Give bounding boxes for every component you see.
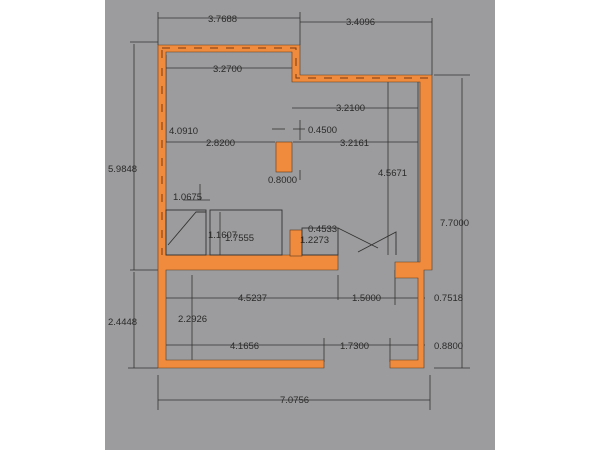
dim-bottom-right-return: 0.8800 (434, 341, 463, 352)
dim-room-right: 1.2273 (300, 235, 329, 246)
door-swing (357, 231, 397, 255)
dimension-lines (128, 12, 470, 410)
dim-right-return: 0.7518 (434, 293, 463, 304)
dim-inner-height-right: 4.5671 (378, 168, 407, 179)
dim-bottom-opening: 1.7300 (340, 341, 369, 352)
dim-total-width: 7.0756 (280, 395, 309, 406)
dim-top-left: 3.7688 (208, 14, 237, 25)
dim-top-right: 3.4096 (346, 17, 375, 28)
dimension-labels: 3.7688 3.4096 3.2700 3.2100 5.9848 2.444… (108, 14, 469, 406)
dim-lower-span: 4.5237 (238, 293, 267, 304)
dim-right-total: 7.7000 (440, 218, 469, 229)
room-right (301, 227, 339, 256)
dim-lower-inner-height: 2.2926 (178, 314, 207, 325)
dim-inner-left: 3.2700 (213, 64, 242, 75)
dim-column-width: 0.4500 (308, 125, 337, 136)
stair (165, 209, 207, 256)
dim-inner-right: 3.2100 (336, 103, 365, 114)
dim-stair-width: 1.0675 (173, 192, 202, 203)
dim-stair-height: 1.1607 (208, 230, 237, 241)
dim-column-height: 0.8000 (268, 175, 297, 186)
dim-inner-height-left: 4.0910 (169, 126, 198, 137)
dim-column-offset-right: 3.2161 (340, 138, 369, 149)
dim-partition-gap: 0.4533 (308, 224, 337, 235)
dim-door-opening: 1.5000 (352, 293, 381, 304)
dim-bottom-left-wall: 4.1656 (230, 341, 259, 352)
dim-room-small: 1.7555 (225, 233, 254, 244)
column (275, 141, 293, 173)
dim-left-lower: 2.4448 (108, 317, 137, 328)
dim-left-upper: 5.9848 (108, 164, 137, 175)
room-small (209, 209, 283, 256)
interior-fixtures (165, 209, 397, 256)
dim-column-offset-left: 2.8200 (206, 138, 235, 149)
